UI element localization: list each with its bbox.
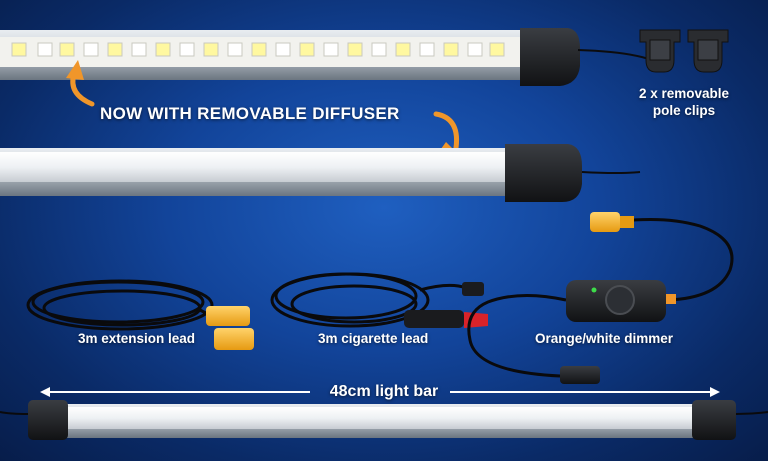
arrow-head-upper: [66, 60, 84, 80]
led-bar-bottom: [0, 400, 768, 440]
extension-lead-label: 3m extension lead: [78, 331, 196, 346]
pole-clips: [639, 29, 729, 73]
light-bar-label: 48cm light bar: [0, 383, 768, 401]
led-chips: [11, 42, 505, 57]
extension-lead-connectors: [206, 306, 254, 350]
cigarette-lead: [270, 272, 467, 328]
dimmer-cable: [467, 217, 734, 378]
pole-clips-label: 2 x removable pole clips: [628, 85, 740, 119]
dimmer-connector-top: [590, 212, 634, 232]
arrow-to-diffuser: [433, 111, 460, 151]
dimmer-label: Orange/white dimmer: [535, 331, 674, 346]
pole-clips-line2: pole clips: [652, 103, 716, 118]
led-bar-open: [0, 28, 661, 86]
cigarette-lead-label: 3m cigarette lead: [318, 331, 429, 346]
dimension-arrow: [40, 387, 720, 397]
light-bar-length: 48cm light bar: [329, 383, 439, 400]
dimmer-plug-bottom: [560, 366, 600, 384]
pole-clips-line1: 2 x removable: [638, 86, 730, 101]
headline: NOW WITH REMOVABLE DIFFUSER: [100, 104, 400, 123]
led-bar-with-diffuser: [0, 144, 641, 202]
dimmer-unit: [566, 280, 676, 322]
extension-lead: [26, 279, 226, 331]
